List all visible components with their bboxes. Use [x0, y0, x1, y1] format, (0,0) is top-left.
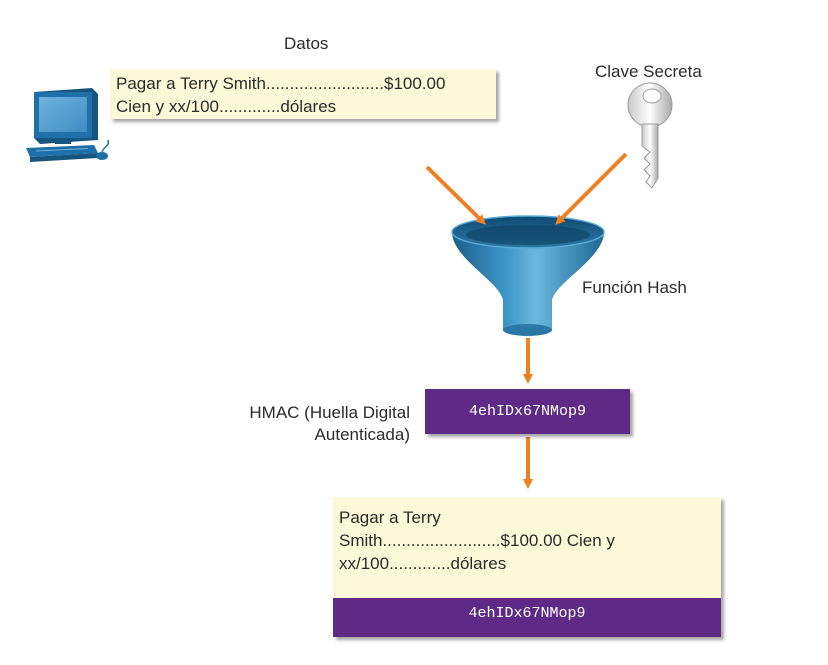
- clave-secreta-label: Clave Secreta: [595, 62, 702, 81]
- output-note-text: Pagar a Terry Smith.....................…: [333, 497, 721, 597]
- data-note-line1: Pagar a Terry Smith.....................…: [116, 74, 446, 93]
- output-hmac-bar: 4ehIDx67NMop9: [333, 598, 721, 637]
- funnel-icon: [451, 215, 605, 336]
- output-note: Pagar a Terry Smith.....................…: [333, 497, 721, 637]
- hmac-label-line1: HMAC (Huella Digital: [249, 403, 410, 422]
- output-note-line2: Smith.........................$100.00 Ci…: [339, 531, 615, 550]
- arrow-key-to-hash: [555, 152, 628, 225]
- datos-label: Datos: [284, 34, 329, 53]
- output-note-line1: Pagar a Terry: [339, 508, 441, 527]
- data-note-line2: Cien y xx/100.............dólares: [116, 97, 337, 116]
- computer-icon: [26, 88, 110, 162]
- key-icon: [627, 82, 673, 189]
- hmac-label: HMAC (Huella Digital Autenticada): [238, 402, 410, 446]
- funcion-hash-label: Función Hash: [582, 278, 687, 297]
- arrow-data-to-hash: [425, 165, 486, 225]
- data-note: Pagar a Terry Smith.....................…: [110, 69, 496, 119]
- hmac-label-line2: Autenticada): [314, 425, 410, 444]
- output-note-line3: xx/100.............dólares: [339, 554, 507, 573]
- hmac-box: 4ehIDx67NMop9: [425, 389, 630, 434]
